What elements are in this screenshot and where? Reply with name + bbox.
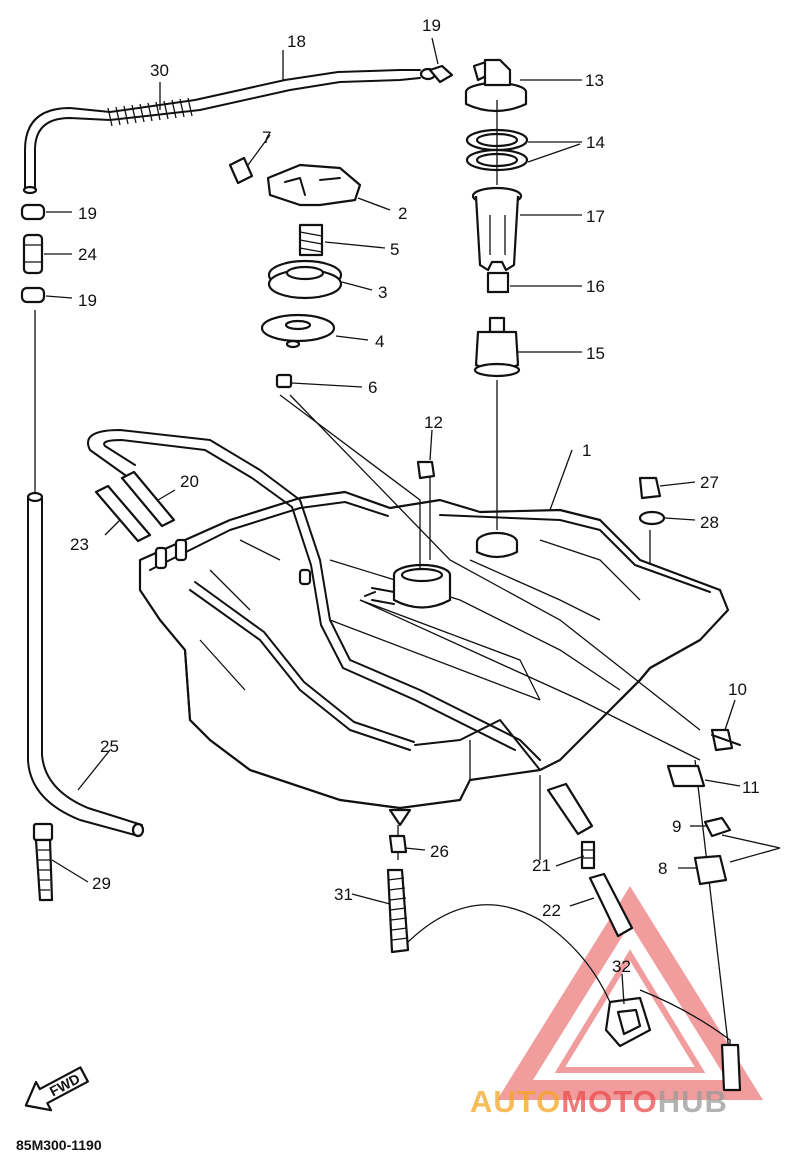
callout-32: 32 [612, 957, 631, 976]
callout-numbers: 1 2 3 4 5 6 7 8 9 10 11 12 13 14 15 16 1… [70, 16, 760, 976]
callout-24: 24 [78, 245, 97, 264]
callout-21: 21 [532, 856, 551, 875]
cap-assembly [228, 156, 362, 389]
watermark-part-auto: AUTO [470, 1084, 561, 1119]
callout-17: 17 [586, 207, 605, 226]
watermark-part-moto: MOTO [561, 1084, 657, 1119]
callout-26: 26 [430, 842, 449, 861]
callout-8: 8 [658, 859, 667, 878]
watermark-part-hub: HUB [658, 1084, 728, 1119]
vent-hose-assembly [22, 67, 437, 195]
callout-19c: 19 [78, 291, 97, 310]
leader-lines [34, 310, 731, 1065]
callout-19b: 19 [78, 204, 97, 223]
clip-connector-stack [20, 203, 46, 304]
callout-18: 18 [287, 32, 306, 51]
callout-25: 25 [100, 737, 119, 756]
breather-hose-loop [87, 429, 541, 761]
hose-25 [26, 491, 145, 838]
callout-4: 4 [375, 332, 384, 351]
callout-11: 11 [742, 778, 760, 797]
band-29 [32, 822, 54, 902]
callout-6: 6 [368, 378, 377, 397]
small-parts [386, 460, 781, 1092]
fuel-tank-body [138, 490, 730, 827]
callout-5: 5 [390, 240, 399, 259]
callout-15: 15 [586, 344, 605, 363]
gauge-assembly [428, 58, 529, 378]
callout-1: 1 [582, 441, 591, 460]
callout-14: 14 [586, 133, 605, 152]
callout-3: 3 [378, 283, 387, 302]
hoses-20-23 [94, 470, 176, 543]
callout-9: 9 [672, 817, 681, 836]
callout-23: 23 [70, 535, 89, 554]
callout-29: 29 [92, 874, 111, 893]
watermark-logo [497, 886, 763, 1100]
callout-30: 30 [150, 61, 169, 80]
callout-20: 20 [180, 472, 199, 491]
callout-2: 2 [398, 204, 407, 223]
callout-31: 31 [334, 885, 353, 904]
fwd-arrow: FWD [24, 1066, 89, 1112]
callout-7: 7 [262, 128, 271, 147]
callout-28: 28 [700, 513, 719, 532]
diagram-code: 85M300-1190 [16, 1137, 102, 1153]
callout-10: 10 [728, 680, 747, 699]
corrugated-section [107, 97, 193, 127]
watermark-text: AUTOMOTOHUB [470, 1084, 728, 1119]
callout-27: 27 [700, 473, 719, 492]
callout-22: 22 [542, 901, 561, 920]
callout-16: 16 [586, 277, 605, 296]
callout-13: 13 [585, 71, 604, 90]
callout-leaders [44, 37, 741, 1005]
callout-12: 12 [424, 413, 443, 432]
svg-text:AUTOMOTOHUB: AUTOMOTOHUB [470, 1084, 728, 1119]
callout-19a: 19 [422, 16, 441, 35]
